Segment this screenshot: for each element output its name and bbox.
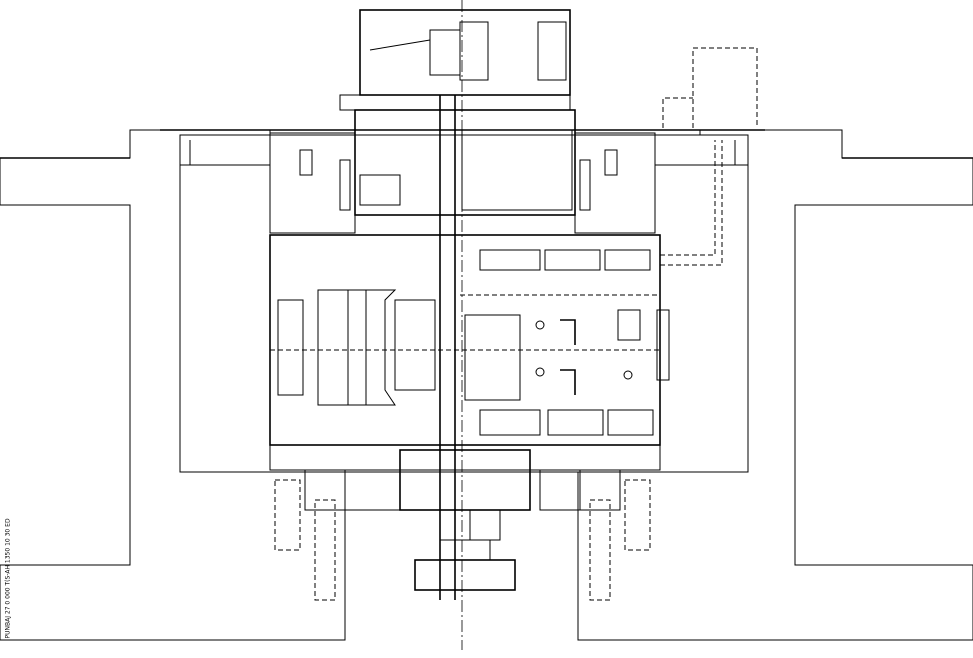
foundation-concrete xyxy=(0,129,973,641)
exciter-housing xyxy=(339,9,576,216)
margin-stamp: PUNBAJ 27 0 000 T(S-AH 1350 10 30 ED xyxy=(4,518,12,639)
equipment-outline xyxy=(662,47,758,128)
upper-bracket xyxy=(269,129,656,234)
piping-outline xyxy=(660,140,723,266)
generator-stator-rotor xyxy=(269,234,670,446)
anchor-bolts xyxy=(274,479,651,601)
lower-bracket xyxy=(269,444,661,591)
